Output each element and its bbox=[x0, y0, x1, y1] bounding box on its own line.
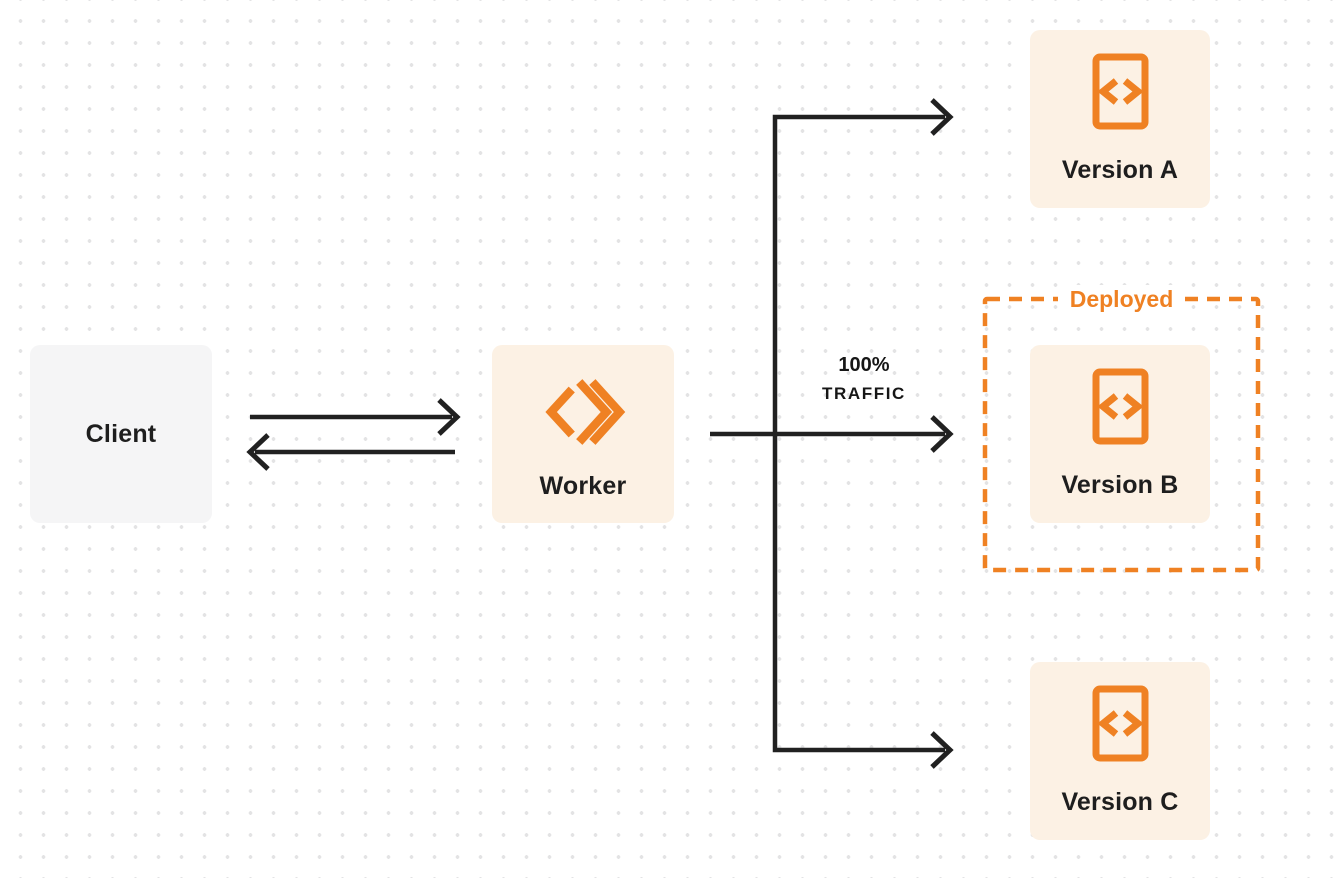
version-b-label: Version B bbox=[1061, 471, 1179, 499]
branch-line bbox=[772, 114, 945, 753]
traffic-word-text: TRAFFIC bbox=[822, 384, 906, 403]
arrowhead-version-b-icon bbox=[930, 415, 954, 453]
traffic-percent-text: 100% bbox=[838, 354, 890, 376]
version-a-label: Version A bbox=[1061, 156, 1179, 184]
code-file-icon bbox=[1092, 53, 1148, 130]
node-version-c: Version C bbox=[1030, 662, 1210, 840]
code-file-icon bbox=[1092, 685, 1148, 762]
traffic-label: 100% TRAFFIC bbox=[778, 351, 950, 409]
arrowhead-left-icon bbox=[246, 433, 270, 471]
node-worker: Worker bbox=[492, 345, 674, 523]
node-version-b: Version B bbox=[1030, 345, 1210, 523]
arrowhead-version-a-icon bbox=[930, 98, 954, 136]
arrowhead-right-icon bbox=[437, 398, 461, 436]
arrowhead-version-c-icon bbox=[930, 731, 954, 769]
version-c-label: Version C bbox=[1061, 788, 1179, 816]
node-client: Client bbox=[30, 345, 212, 523]
cloudflare-workers-logo-icon bbox=[545, 379, 626, 445]
node-version-a: Version A bbox=[1030, 30, 1210, 208]
worker-label: Worker bbox=[539, 472, 627, 500]
client-label: Client bbox=[85, 419, 157, 448]
code-file-icon bbox=[1092, 368, 1148, 445]
